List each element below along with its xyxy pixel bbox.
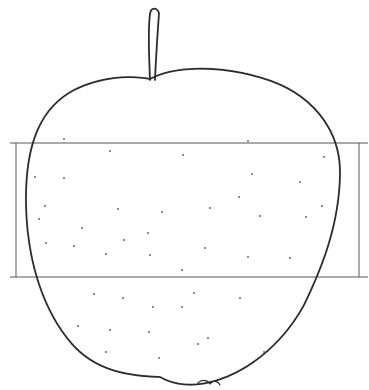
speckle-dot	[105, 253, 107, 255]
speckle-dot	[105, 351, 107, 353]
speckle-dot	[123, 239, 125, 241]
speckle-dot	[299, 181, 301, 183]
speckle-dot	[182, 154, 184, 156]
speckle-dot	[161, 211, 163, 213]
speckle-dot	[158, 357, 160, 359]
speckle-dot	[63, 177, 65, 179]
speckle-dot	[109, 150, 111, 152]
speckle-dot	[193, 292, 195, 294]
speckle-dot	[38, 218, 40, 220]
speckle-dot	[207, 337, 209, 339]
speckle-dot	[321, 205, 323, 207]
speckle-dot	[122, 297, 124, 299]
speckle-dot	[148, 331, 150, 333]
speckle-dot	[152, 306, 154, 308]
speckle-dot	[289, 257, 291, 259]
speckle-dot	[323, 156, 325, 158]
speckle-dot	[239, 297, 241, 299]
speckle-dot	[181, 306, 183, 308]
speckle-dot	[34, 176, 36, 178]
speckle-dot	[247, 140, 249, 142]
speckle-dot	[81, 227, 83, 229]
speckle-dot	[77, 325, 79, 327]
speckle-dot	[45, 242, 47, 244]
speckle-dot	[197, 343, 199, 345]
speckle-dot	[73, 245, 75, 247]
speckle-dot	[147, 232, 149, 234]
apple-body-outline	[26, 69, 340, 385]
speckle-dot	[263, 351, 265, 353]
speckle-dot	[305, 216, 307, 218]
speckle-dot	[204, 247, 206, 249]
apple-speckles	[34, 138, 325, 359]
speckle-dot	[63, 138, 65, 140]
speckle-dot	[117, 208, 119, 210]
speckle-dot	[209, 207, 211, 209]
speckle-dot	[238, 196, 240, 198]
speckle-dot	[93, 293, 95, 295]
speckle-dot	[259, 215, 261, 217]
apple-stem	[149, 9, 159, 80]
speckle-dot	[149, 254, 151, 256]
speckle-dot	[109, 329, 111, 331]
speckle-dot	[44, 205, 46, 207]
speckle-dot	[247, 256, 249, 258]
speckle-dot	[181, 269, 183, 271]
speckle-dot	[251, 173, 253, 175]
